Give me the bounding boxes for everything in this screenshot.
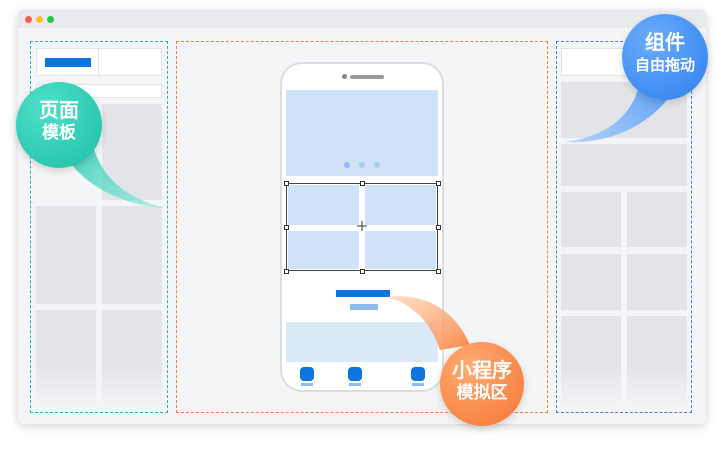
template-zone: [30, 41, 168, 413]
tab-label: [301, 383, 313, 386]
tab-profile-icon[interactable]: [411, 367, 425, 381]
template-bubble-line2: 模板: [42, 123, 76, 143]
template-card[interactable]: [36, 206, 96, 304]
subtitle-component[interactable]: [350, 304, 378, 310]
carousel-dot[interactable]: [359, 162, 365, 168]
tab-label: [412, 383, 424, 386]
tab-label: [349, 383, 361, 386]
components-bubble: 组件 自由拖动: [622, 14, 708, 100]
component-item[interactable]: [561, 144, 687, 186]
resize-handle[interactable]: [436, 225, 441, 230]
resize-handle[interactable]: [436, 269, 441, 274]
close-icon[interactable]: [25, 16, 32, 23]
template-card[interactable]: [36, 310, 96, 408]
simulator-bubble-line2: 模拟区: [456, 383, 508, 403]
minimize-icon[interactable]: [36, 16, 43, 23]
template-tab-active[interactable]: [37, 49, 99, 75]
resize-handle[interactable]: [284, 269, 289, 274]
crosshair-icon: [357, 221, 367, 231]
components-bubble-line2: 自由拖动: [634, 56, 695, 74]
component-item[interactable]: [627, 316, 687, 408]
grid-cell[interactable]: [288, 231, 359, 269]
active-tab-indicator: [45, 58, 91, 67]
tab-category-icon[interactable]: [348, 367, 362, 381]
maximize-icon[interactable]: [47, 16, 54, 23]
speaker-grille: [350, 75, 384, 79]
simulator-bubble: 小程序 模拟区: [440, 342, 524, 426]
resize-handle[interactable]: [284, 225, 289, 230]
template-tab-bar: [36, 48, 162, 76]
components-bubble-line1: 组件: [645, 30, 685, 54]
template-card[interactable]: [102, 206, 162, 304]
title-bar: [18, 10, 706, 28]
component-item[interactable]: [561, 254, 621, 310]
template-bubble: 页面 模板: [16, 82, 102, 168]
resize-handle[interactable]: [284, 181, 289, 186]
component-item[interactable]: [627, 192, 687, 247]
title-bar-component[interactable]: [336, 290, 390, 297]
tab-home-icon[interactable]: [300, 367, 314, 381]
component-item[interactable]: [627, 254, 687, 310]
simulator-callout-tail: [385, 296, 470, 350]
simulator-zone: [176, 41, 548, 413]
carousel-dot[interactable]: [374, 162, 380, 168]
content-block[interactable]: [286, 322, 438, 362]
template-bubble-line1: 页面: [39, 98, 79, 122]
banner-carousel[interactable]: [286, 90, 438, 176]
grid-cell[interactable]: [365, 231, 436, 269]
resize-handle[interactable]: [360, 269, 365, 274]
component-item[interactable]: [561, 192, 621, 247]
template-card[interactable]: [102, 310, 162, 408]
grid-cell[interactable]: [365, 185, 436, 225]
component-item[interactable]: [561, 316, 621, 408]
resize-handle[interactable]: [360, 181, 365, 186]
grid-cell[interactable]: [288, 185, 359, 225]
resize-handle[interactable]: [436, 181, 441, 186]
simulator-bubble-line1: 小程序: [452, 358, 512, 382]
phone-simulator: [280, 62, 444, 392]
carousel-dot[interactable]: [344, 162, 350, 168]
camera-icon: [342, 74, 347, 79]
